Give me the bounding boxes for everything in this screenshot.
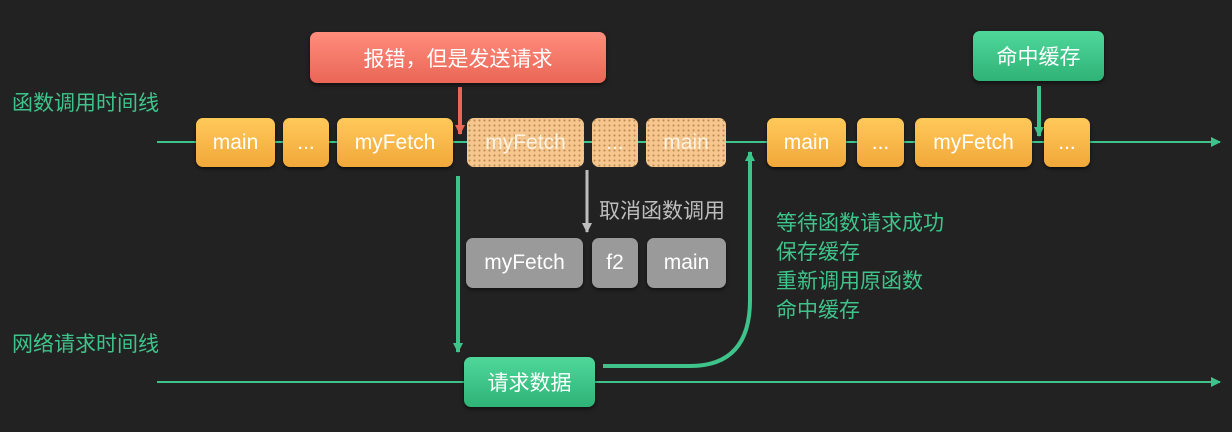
call-main: main bbox=[196, 118, 275, 167]
rerun-ellipsis-end: ... bbox=[1044, 118, 1090, 167]
note-line-cache-hit: 命中缓存 bbox=[776, 298, 860, 322]
note-line-recall: 重新调用原函数 bbox=[776, 269, 923, 293]
rerun-myfetch: myFetch bbox=[915, 118, 1032, 167]
cache-hit-callout: 命中缓存 bbox=[973, 31, 1104, 81]
stack-f2: f2 bbox=[592, 238, 638, 288]
resume-steps-note: 等待函数请求成功 保存缓存 重新调用原函数 命中缓存 bbox=[776, 209, 944, 325]
function-timeline-label: 函数调用时间线 bbox=[12, 91, 159, 115]
network-timeline-label: 网络请求时间线 bbox=[12, 332, 159, 356]
cancelled-ellipsis: ... bbox=[592, 118, 638, 167]
note-line-save-cache: 保存缓存 bbox=[776, 240, 860, 264]
cancelled-main: main bbox=[646, 118, 726, 167]
call-myfetch: myFetch bbox=[337, 118, 453, 167]
return-curve-arrow bbox=[603, 151, 755, 368]
rerun-ellipsis: ... bbox=[857, 118, 904, 167]
stack-main: main bbox=[647, 238, 726, 288]
call-ellipsis: ... bbox=[283, 118, 329, 167]
note-line-wait: 等待函数请求成功 bbox=[776, 211, 944, 235]
error-send-callout: 报错，但是发送请求 bbox=[310, 32, 606, 83]
cancel-call-label: 取消函数调用 bbox=[599, 199, 725, 223]
stack-myfetch: myFetch bbox=[466, 238, 583, 288]
rerun-main: main bbox=[767, 118, 846, 167]
cancelled-myfetch: myFetch bbox=[467, 118, 584, 167]
request-data-box: 请求数据 bbox=[464, 357, 595, 407]
